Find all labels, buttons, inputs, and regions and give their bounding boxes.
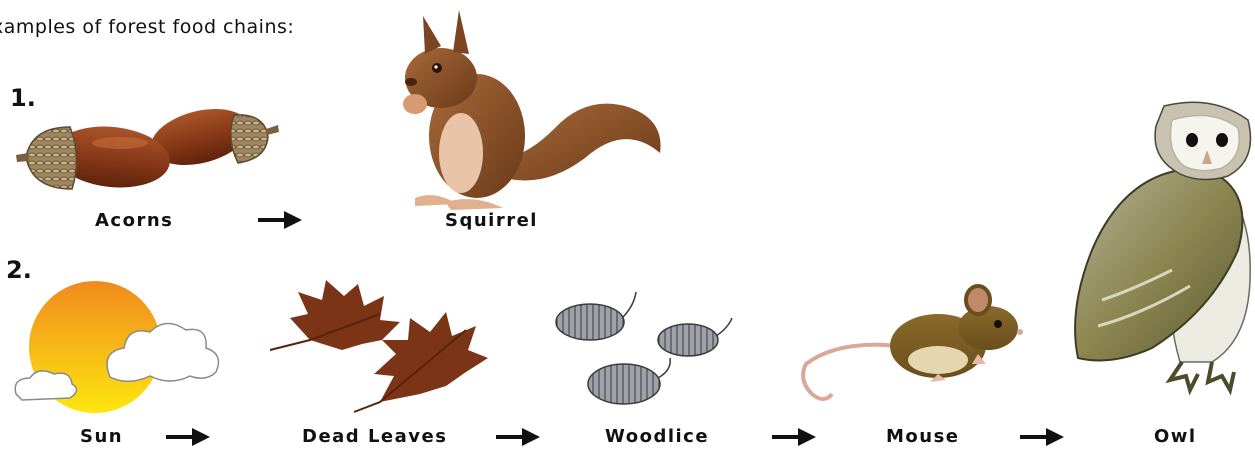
right-arrow-icon bbox=[772, 427, 816, 447]
right-arrow-icon bbox=[1020, 427, 1064, 447]
acorns-icon bbox=[20, 95, 280, 195]
label-squirrel: Squirrel bbox=[445, 210, 538, 231]
label-mouse: Mouse bbox=[886, 426, 960, 447]
right-arrow-icon bbox=[496, 427, 540, 447]
label-owl: Owl bbox=[1154, 426, 1197, 447]
squirrel-icon bbox=[395, 8, 665, 213]
dead-leaves-icon bbox=[270, 278, 495, 413]
right-arrow-icon bbox=[166, 427, 210, 447]
mouse-icon bbox=[798, 284, 1026, 406]
right-arrow-icon bbox=[258, 210, 302, 230]
label-sun: Sun bbox=[80, 426, 123, 447]
label-woodlice: Woodlice bbox=[605, 426, 709, 447]
label-dead-leaves: Dead Leaves bbox=[302, 426, 447, 447]
label-acorns: Acorns bbox=[95, 210, 173, 231]
diagram-heading: xamples of forest food chains: bbox=[0, 16, 294, 38]
barn-owl-icon bbox=[1062, 100, 1255, 412]
woodlice-icon bbox=[552, 288, 742, 413]
sun-with-clouds-icon bbox=[10, 282, 230, 412]
chain-number-2: 2. bbox=[6, 256, 32, 284]
